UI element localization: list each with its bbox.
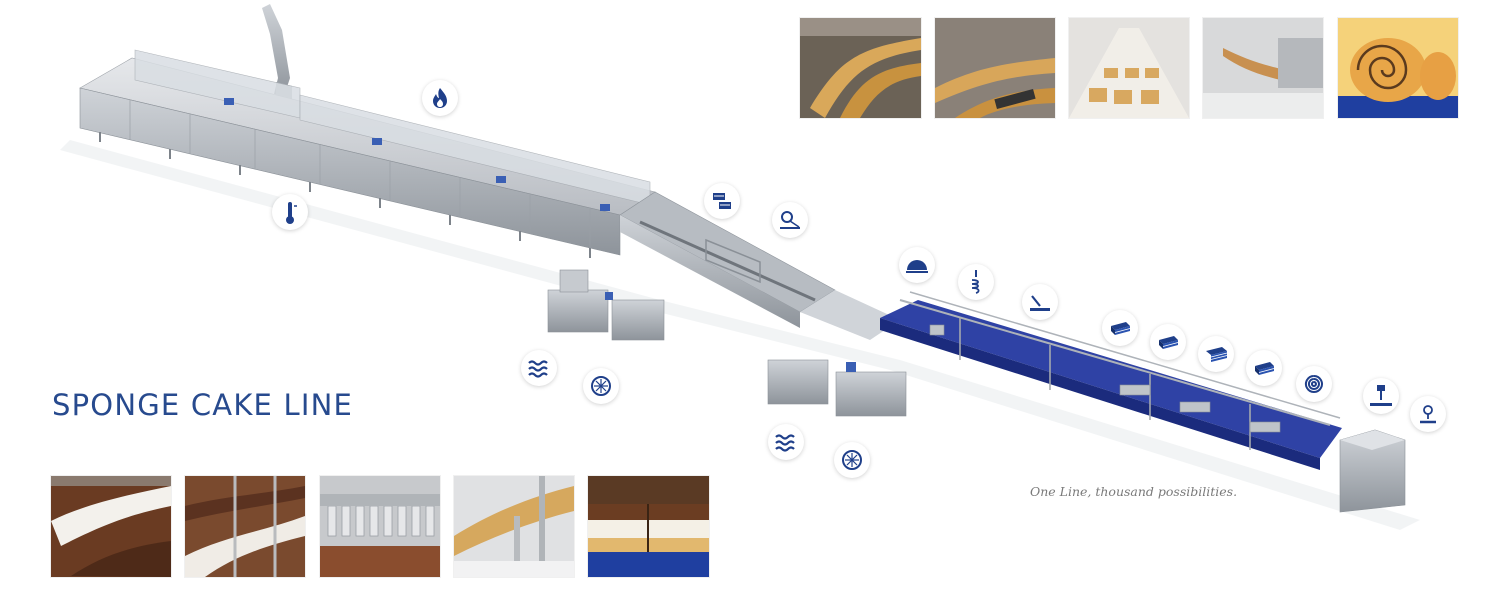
tagline: One Line, thousand possibilities.: [1030, 484, 1238, 499]
thermometer-icon: [272, 194, 308, 230]
aeration-icon: [583, 368, 619, 404]
cut-strips-photo: [935, 18, 1055, 118]
mixer-unit-upper: [547, 269, 665, 341]
decorating-icon: [1410, 396, 1446, 432]
cutting-icon: [704, 183, 740, 219]
filling-conveyor: [880, 291, 1342, 470]
rolled-strip-photo: [1203, 18, 1323, 118]
sponge-strips-photo: [800, 18, 921, 118]
dome-icon: [899, 247, 935, 283]
line-shadow: [60, 140, 1420, 530]
swiss-roll-icon: [1296, 366, 1332, 402]
chocolate-cream-photo: [51, 476, 171, 577]
mixing-waves-icon: [768, 424, 804, 460]
cake-squares-photo: [1069, 18, 1189, 118]
spreading-icon: [1022, 284, 1058, 320]
flame-icon: [422, 80, 458, 116]
layered-cake-icon: [1198, 336, 1234, 372]
aeration-icon: [834, 442, 870, 478]
dosing-nozzle-icon: [1363, 378, 1399, 414]
cooling-conveyor: [619, 191, 900, 340]
rolling-icon: [772, 202, 808, 238]
tunnel-oven: [79, 49, 656, 258]
spiral-dosing-icon: [958, 264, 994, 300]
layered-cake-icon: [1102, 310, 1138, 346]
filling-nozzles-photo: [320, 476, 440, 577]
page-title: SPONGE CAKE LINE: [52, 388, 354, 422]
layered-cake-icon: [1150, 324, 1186, 360]
mixing-waves-icon: [521, 350, 557, 386]
end-cabinet: [1339, 429, 1406, 513]
swiss-roll-photo: [1338, 18, 1458, 118]
chocolate-strips-photo: [185, 476, 305, 577]
cream-cake-photo: [588, 476, 709, 577]
layered-cake-icon: [1246, 350, 1282, 386]
mixer-unit-lower: [767, 359, 907, 417]
sponge-conveyor-photo: [454, 476, 574, 577]
